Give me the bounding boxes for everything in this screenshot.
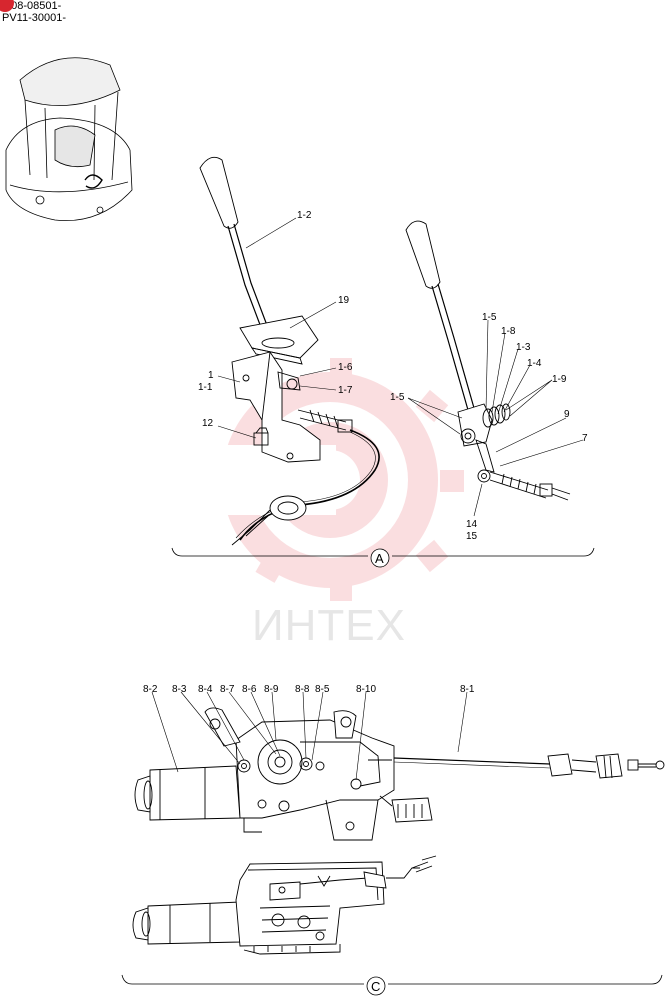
label-1-8: 1-8 <box>501 326 516 337</box>
section-a-marker: A <box>375 551 384 566</box>
label-8-7: 8-7 <box>220 684 235 695</box>
section-a-labels: 1-2 19 1 1-1 1-6 1-7 12 1-5 1-8 1-3 1-4 … <box>198 210 588 542</box>
machine-overview-illustration <box>5 57 133 221</box>
model-codes: M08-08501- PV11-30001- <box>0 0 67 24</box>
label-14: 14 <box>466 519 478 530</box>
model-code-1: M08-08501- <box>2 0 62 12</box>
label-1-9: 1-9 <box>552 374 567 385</box>
section-c-leaders <box>151 691 468 781</box>
section-c-bracket <box>121 974 663 996</box>
label-8-9: 8-9 <box>264 684 279 695</box>
section-a-bracket <box>171 547 595 568</box>
label-8-3: 8-3 <box>172 684 187 695</box>
label-8-10: 8-10 <box>356 684 376 695</box>
label-8-8: 8-8 <box>295 684 310 695</box>
left-lever-assembly <box>199 156 380 546</box>
label-1-5-top: 1-5 <box>482 312 497 323</box>
watermark-text: ИНТЕХ <box>252 601 406 650</box>
label-1-2: 1-2 <box>297 210 312 221</box>
label-1-6: 1-6 <box>338 362 353 373</box>
actuator-top-view <box>134 707 665 841</box>
label-9: 9 <box>564 409 570 420</box>
label-15: 15 <box>466 531 478 542</box>
actuator-side-view <box>132 855 437 955</box>
label-8-1: 8-1 <box>460 684 475 695</box>
label-8-4: 8-4 <box>198 684 213 695</box>
label-1-4: 1-4 <box>527 358 542 369</box>
red-badge-icon <box>0 0 14 12</box>
label-8-2: 8-2 <box>143 684 158 695</box>
label-1-3: 1-3 <box>516 342 531 353</box>
section-c-labels: 8-2 8-3 8-4 8-7 8-6 8-9 8-8 8-5 8-10 8-1 <box>143 684 475 695</box>
section-c-marker: C <box>371 979 380 994</box>
label-1: 1 <box>208 370 214 381</box>
label-8-5: 8-5 <box>315 684 330 695</box>
model-code-2: PV11-30001- <box>2 12 67 24</box>
label-8-6: 8-6 <box>242 684 257 695</box>
label-19: 19 <box>338 295 350 306</box>
section-a-leaders <box>217 217 584 517</box>
label-1-7: 1-7 <box>338 385 353 396</box>
label-1-1: 1-1 <box>198 382 213 393</box>
label-7: 7 <box>582 433 588 444</box>
label-1-5-left: 1-5 <box>390 392 405 403</box>
right-lever-assembly <box>405 220 571 501</box>
label-12: 12 <box>202 418 214 429</box>
